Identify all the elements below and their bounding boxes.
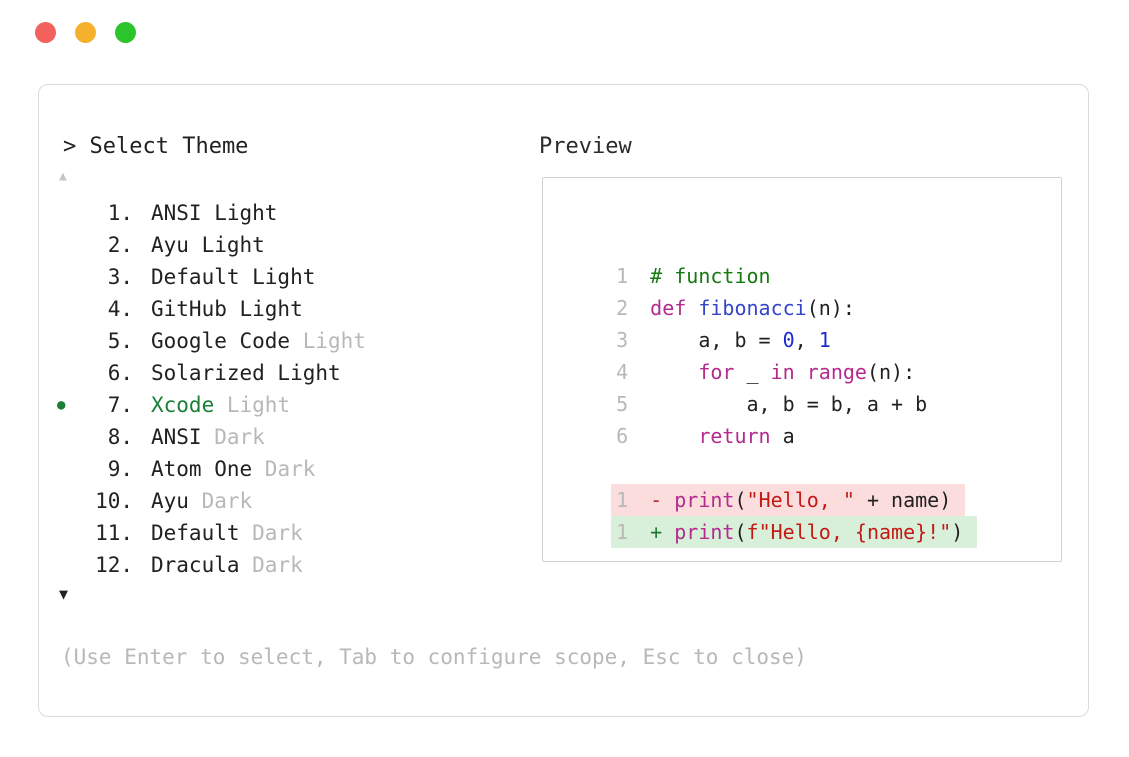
code-line: 4 for _ in range(n): [567,324,1047,384]
scroll-down-icon[interactable]: ▼ [59,585,69,603]
code-line-content: 2 def fibonacci(n): [611,292,869,324]
code-line-content: 5 a, b = b, a + b [611,388,941,420]
line-number: 4 [616,360,629,384]
code-line-content: 4 for _ in range(n): [611,356,929,388]
theme-list-item[interactable]: 12. Dracula Dark [55,549,525,581]
theme-item-number: 8. [107,425,133,449]
line-tokens: a, b = 0, 1 [650,328,831,352]
theme-item-variant: Dark [188,489,253,513]
theme-item-name: Default [151,521,240,545]
code-line-content: 1 + print(f"Hello, {name}!") [611,516,978,548]
line-number: 3 [616,328,629,352]
theme-list-item[interactable]: 6. Solarized Light [55,357,525,389]
code-line-content: 3 a, b = 0, 1 [611,324,845,356]
theme-item-number: 2. [107,233,133,257]
line-tokens: def fibonacci(n): [650,296,855,320]
theme-item-number: 4. [107,297,133,321]
line-tokens: for _ in range(n): [698,360,916,384]
preview-title: Preview [539,134,632,159]
zoom-button[interactable] [115,22,136,43]
code-line: 1 # function [567,228,1047,288]
line-tokens: a, b = b, a + b [650,392,928,416]
code-line: 1 + print(f"Hello, {name}!") [567,484,1047,548]
line-tokens: return a [698,424,795,448]
code-block: 1 # function 2 def fibonacci(n): 3 a, b = … [567,228,1047,548]
theme-list-item[interactable]: 9. Atom One Dark [55,453,525,485]
theme-item-variant: Light [214,393,291,417]
theme-list: 1. ANSI Light 2. Ayu Light 3. Default Li… [55,197,525,581]
theme-list-item[interactable]: 4. GitHub Light [55,293,525,325]
theme-item-name: Ayu [151,489,189,513]
theme-item-name: Atom One [151,457,253,481]
code-line-content: 1 - print("Hello, " + name) [611,484,966,516]
code-line: 2 def fibonacci(n): [567,260,1047,320]
theme-item-number: 9. [107,457,133,481]
theme-item-variant: Dark [252,457,316,481]
theme-item-name: Solarized Light [151,361,341,385]
code-line: 3 a, b = 0, 1 [567,292,1047,352]
code-line: 6 return a [567,388,1047,448]
window-controls [35,22,136,43]
theme-item-variant: Light [290,329,366,353]
code-line: 1 - print("Hello, " + name) [567,452,1047,516]
line-number: 1 [616,264,629,288]
help-text: (Use Enter to select, Tab to configure s… [61,645,807,669]
minimize-button[interactable] [75,22,96,43]
theme-item-name: ANSI Light [151,201,278,225]
theme-list-item[interactable]: 3. Default Light [55,261,525,293]
theme-picker-panel: > Select Theme ▲ 1. ANSI Light 2. Ayu Li… [38,84,1089,717]
theme-list-item[interactable]: 5. Google Code Light [55,325,525,357]
theme-item-variant: Dark [201,425,265,449]
theme-item-variant: Dark [239,553,303,577]
code-line-content [611,452,664,484]
select-theme-prompt: > Select Theme [63,134,249,159]
theme-list-item[interactable]: ● 7. Xcode Light [55,389,525,421]
code-line-content: 6 return a [611,420,809,452]
theme-item-variant: Dark [239,521,303,545]
selected-indicator-icon: ● [57,397,66,413]
line-tokens: # function [650,264,771,288]
line-number: 5 [616,392,629,416]
code-line-content: 1 # function [611,260,784,292]
theme-item-number: 3. [107,265,133,289]
line-number: 1 [616,488,629,512]
theme-item-number: 12. [95,553,133,577]
code-line: 5 a, b = b, a + b [567,356,1047,416]
theme-list-item[interactable]: 8. ANSI Dark [55,421,525,453]
theme-item-name: Dracula [151,553,240,577]
close-button[interactable] [35,22,56,43]
theme-item-name: Ayu Light [151,233,265,257]
theme-item-number: 7. [107,393,133,417]
line-number: 6 [616,424,629,448]
line-number: 2 [616,296,629,320]
line-number: 1 [616,520,629,544]
theme-item-number: 1. [107,201,133,225]
theme-item-number: 6. [107,361,133,385]
theme-item-name: Google Code [151,329,291,353]
theme-list-item[interactable]: 11. Default Dark [55,517,525,549]
theme-item-name: Xcode [151,393,215,417]
theme-item-name: Default Light [151,265,316,289]
theme-item-name: GitHub Light [151,297,303,321]
code-preview-box: 1 # function 2 def fibonacci(n): 3 a, b = … [542,177,1062,562]
theme-list-item[interactable]: 10. Ayu Dark [55,485,525,517]
scroll-up-icon[interactable]: ▲ [59,169,67,184]
theme-item-number: 10. [95,489,133,513]
theme-list-item[interactable]: 2. Ayu Light [55,229,525,261]
line-tokens: - print("Hello, " + name) [650,488,952,512]
theme-item-name: ANSI [151,425,202,449]
theme-list-item[interactable]: 1. ANSI Light [55,197,525,229]
line-tokens: + print(f"Hello, {name}!") [650,520,964,544]
theme-item-number: 11. [95,521,133,545]
theme-item-number: 5. [107,329,133,353]
